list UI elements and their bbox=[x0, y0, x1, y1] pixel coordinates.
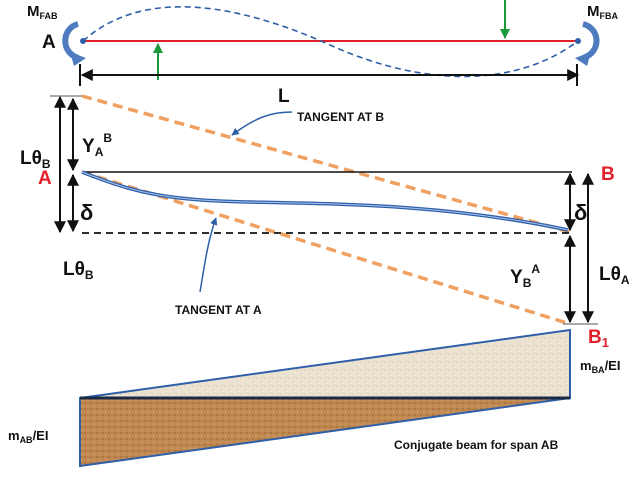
point-a-label: A bbox=[42, 32, 56, 53]
point-a-red-label: A bbox=[38, 168, 52, 189]
elastic-curve bbox=[81, 170, 569, 232]
y-b-a-label: YBA bbox=[510, 262, 540, 290]
node-a bbox=[80, 38, 86, 44]
l-theta-b-upper-label: LθB bbox=[20, 148, 51, 171]
m-ab-ei-label: mAB/EI bbox=[8, 428, 48, 445]
m-fba-label: MFBA bbox=[587, 3, 618, 21]
l-theta-b-lower-label: LθB bbox=[63, 259, 94, 282]
node-b bbox=[575, 38, 581, 44]
elastic-curve-highlight bbox=[81, 171, 569, 231]
moment-fba-arrowhead-icon bbox=[575, 52, 591, 66]
tangent-a-callout-arrow-icon bbox=[199, 217, 218, 293]
moment-fab-arrowhead-icon bbox=[70, 52, 86, 66]
point-b1-label: B1 bbox=[588, 327, 609, 350]
l-theta-a-label: LθA bbox=[599, 264, 630, 287]
tangent-b-label: TANGENT AT B bbox=[297, 110, 384, 124]
m-ab-load-triangle bbox=[79, 397, 571, 468]
delta-right-label: δ bbox=[574, 200, 587, 225]
deflection-geometry-figure: TANGENT AT B TANGENT AT A LθB YAB A B δ … bbox=[20, 94, 630, 350]
tangent-b-line bbox=[81, 94, 571, 234]
m-ba-ei-label: mBA/EI bbox=[580, 358, 620, 375]
span-length-label: L bbox=[278, 86, 290, 107]
delta-left-label: δ bbox=[80, 200, 93, 225]
point-b-red-label: B bbox=[601, 164, 615, 185]
conjugate-beam-figure: mBA/EI mAB/EI Conjugate beam for span AB bbox=[8, 328, 620, 468]
m-fab-label: MFAB bbox=[27, 3, 58, 21]
tangent-a-label: TANGENT AT A bbox=[175, 303, 262, 317]
conjugate-beam-caption: Conjugate beam for span AB bbox=[394, 438, 559, 452]
y-a-b-label: YAB bbox=[82, 131, 112, 159]
m-ba-load-triangle bbox=[79, 328, 571, 399]
fixed-beam-figure: MFAB MFBA A L bbox=[27, 0, 618, 107]
tangent-b-callout-arrow-icon bbox=[231, 111, 293, 136]
